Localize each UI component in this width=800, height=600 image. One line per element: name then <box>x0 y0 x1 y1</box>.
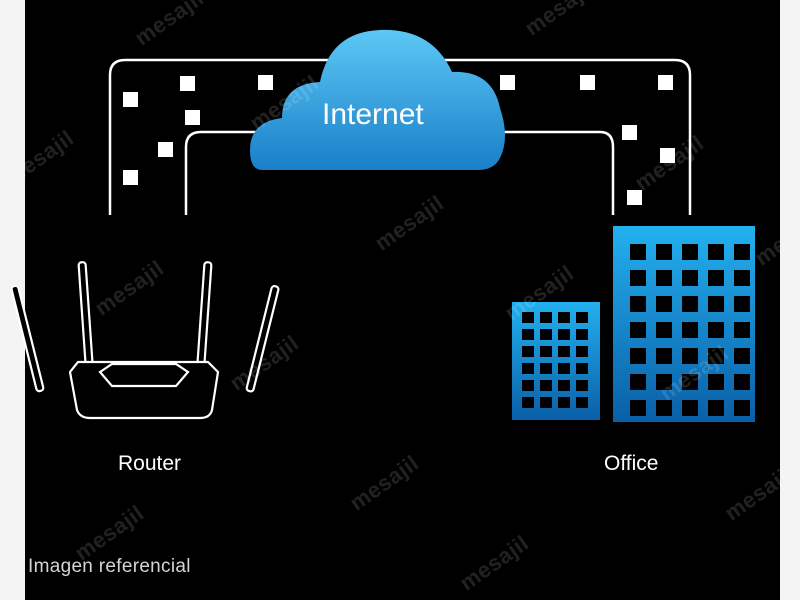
building-window <box>734 270 750 286</box>
building-window <box>656 296 672 312</box>
building-window <box>734 296 750 312</box>
building-window <box>708 400 724 416</box>
building-window <box>656 400 672 416</box>
building-window <box>558 397 570 408</box>
building-window <box>558 346 570 357</box>
building-window <box>656 270 672 286</box>
building-window <box>656 348 672 364</box>
building-window <box>540 397 552 408</box>
building-window <box>734 348 750 364</box>
building-window <box>708 244 724 260</box>
building-window <box>540 346 552 357</box>
building-window <box>522 397 534 408</box>
building-window <box>708 296 724 312</box>
building-window <box>630 348 646 364</box>
building-window <box>576 397 588 408</box>
building-window <box>630 400 646 416</box>
building-window <box>522 363 534 374</box>
building-window <box>734 244 750 260</box>
office-building-icon <box>512 226 755 422</box>
building-window <box>630 244 646 260</box>
building-window <box>630 374 646 390</box>
building-window <box>558 380 570 391</box>
building-window <box>656 244 672 260</box>
building-window <box>682 374 698 390</box>
building-window <box>656 374 672 390</box>
building-window <box>576 346 588 357</box>
building-window <box>540 380 552 391</box>
building-window <box>682 400 698 416</box>
building-window <box>630 296 646 312</box>
building-window <box>576 363 588 374</box>
building-window <box>522 329 534 340</box>
building-window <box>734 374 750 390</box>
building-window <box>576 312 588 323</box>
building-window <box>576 380 588 391</box>
building-window <box>522 312 534 323</box>
building-window <box>682 348 698 364</box>
building-window <box>540 312 552 323</box>
building-window <box>522 346 534 357</box>
building-window <box>708 348 724 364</box>
building-window <box>734 400 750 416</box>
caption-text: Imagen referencial <box>28 556 191 577</box>
building-window <box>682 270 698 286</box>
building-window <box>630 270 646 286</box>
router-label: Router <box>118 452 182 475</box>
building-window <box>630 322 646 338</box>
building-window <box>708 374 724 390</box>
building-window <box>540 363 552 374</box>
building-window <box>558 329 570 340</box>
building-window <box>734 322 750 338</box>
office-label: Office <box>604 452 659 475</box>
building-window <box>682 244 698 260</box>
data-packet-icon <box>123 75 675 205</box>
building-window <box>708 270 724 286</box>
cloud-icon <box>250 29 505 171</box>
building-window <box>682 296 698 312</box>
building-window <box>682 322 698 338</box>
router-icon <box>10 261 280 420</box>
internet-label: Internet <box>322 98 424 131</box>
building-window <box>558 363 570 374</box>
building-window <box>576 329 588 340</box>
building-window <box>708 322 724 338</box>
building-window <box>522 380 534 391</box>
building-window <box>558 312 570 323</box>
building-window <box>656 322 672 338</box>
building-window <box>540 329 552 340</box>
